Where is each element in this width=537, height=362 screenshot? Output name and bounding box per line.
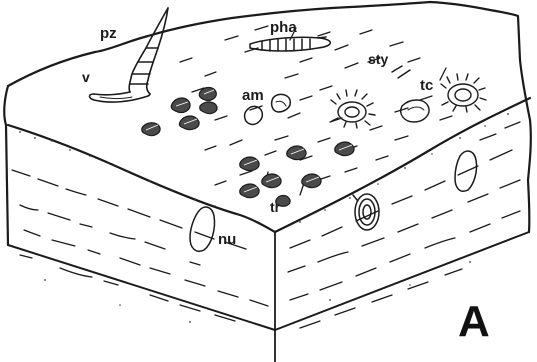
sediment-texture (19, 113, 509, 323)
label-tr: tr (270, 199, 281, 215)
fossil-sty (392, 66, 410, 78)
labels: pz v pha sty am tc tr nu A (82, 19, 490, 346)
label-pha: pha (270, 19, 297, 36)
panel-letter: A (458, 297, 490, 346)
label-pz: pz (100, 25, 117, 42)
label-am: am (242, 87, 264, 104)
label-nu: nu (218, 231, 236, 248)
fossil-shells (142, 88, 354, 207)
label-sty: sty (368, 51, 388, 67)
label-v: v (82, 69, 90, 85)
fossil-coiled (353, 194, 379, 230)
surface-dashes (180, 26, 452, 195)
label-tc: tc (420, 77, 433, 94)
fossil-tc (331, 74, 486, 128)
gastropod-pz (90, 8, 169, 102)
